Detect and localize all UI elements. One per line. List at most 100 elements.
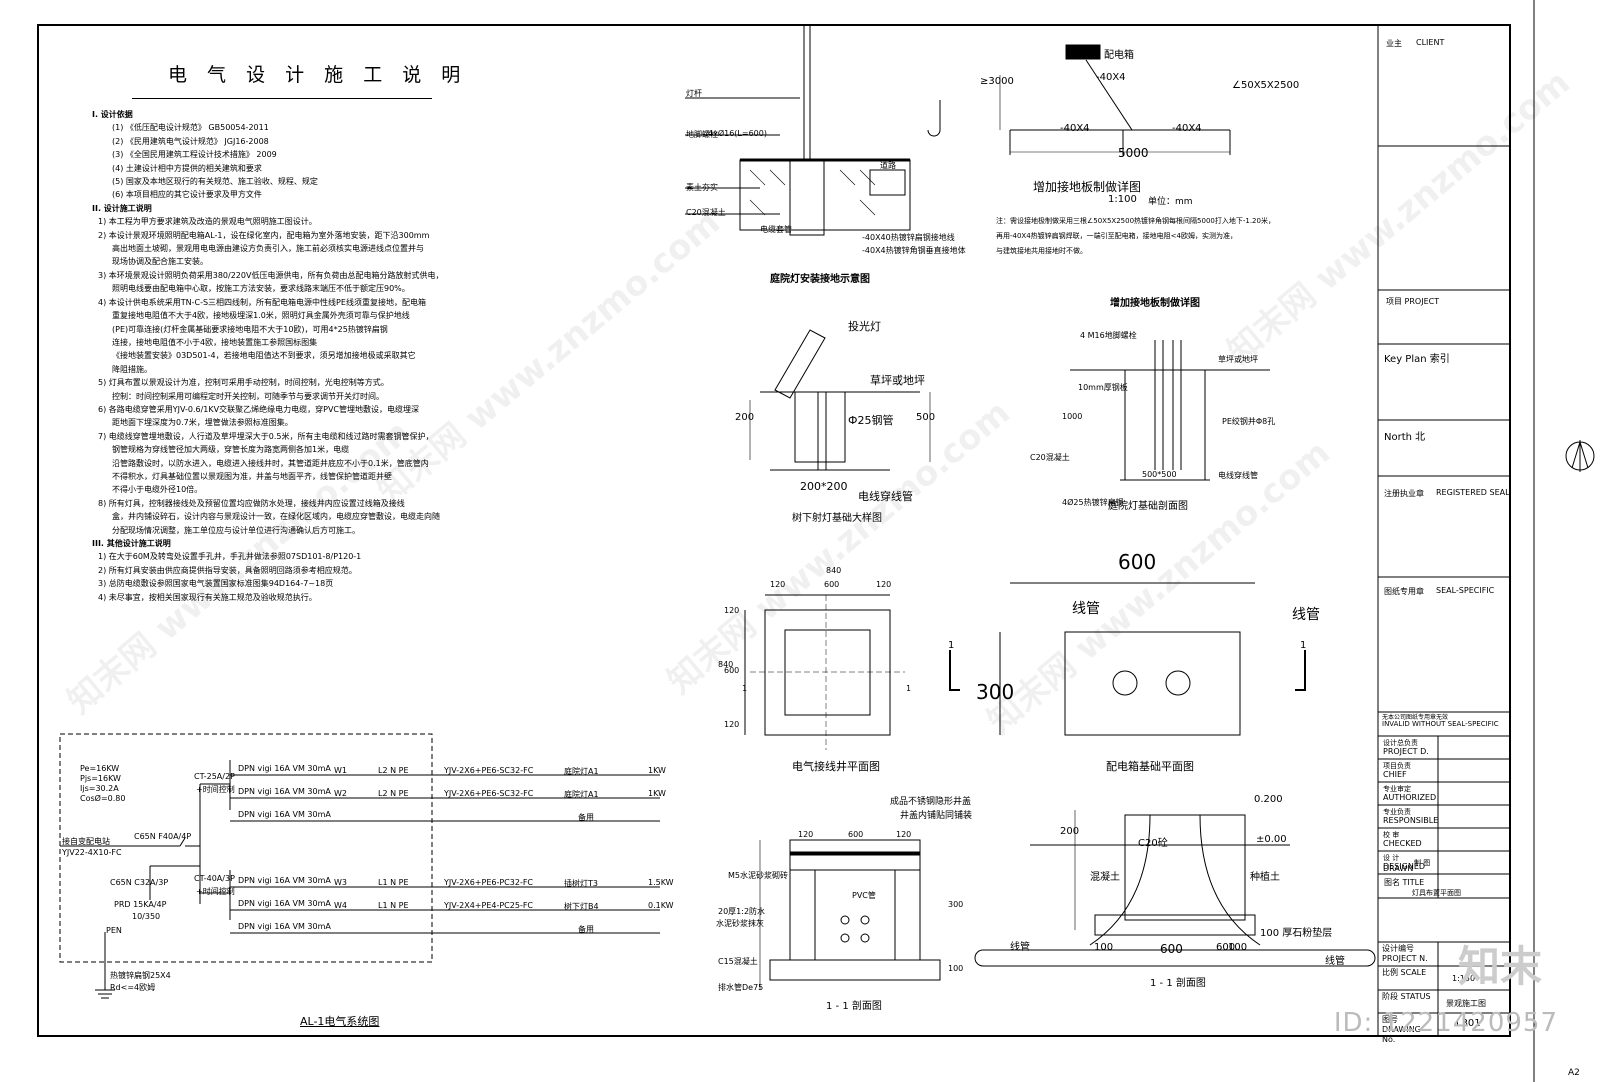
detail-label: 线管 (1325, 956, 1345, 967)
detail-label: 电线穿线管 (1218, 471, 1258, 480)
circuit-phase: L2 N PE (378, 789, 409, 798)
detail-label: 600 (824, 580, 840, 589)
detail-label: 线管 (1072, 601, 1100, 617)
note-line: (2) 《民用建筑电气设计规范》 JGJ16-2008 (112, 136, 269, 146)
detail-scale: 1:100 (1108, 194, 1137, 205)
tb-role-en: PROJECT D. (1383, 747, 1429, 756)
tb-seal: SEAL-SPECIFIC (1436, 586, 1495, 595)
tb-sheet-size: A2 (1568, 1068, 1580, 1078)
tb-role-en: CHECKED (1383, 839, 1422, 848)
detail-label: 100 厚石粉垫层 (1260, 928, 1333, 939)
system-param: Ijs=30.2A (80, 784, 119, 793)
note-line: (3) 《全国民用建筑工程设计技术措施》 2009 (112, 150, 277, 160)
note-line: 4) 本设计供电系统采用TN-C-S三相四线制，所有配电箱电源中性线PE线须重复… (98, 297, 426, 307)
note-line: 分配现场情况调整，施工单位应与设计单位进行沟通确认后方可施工。 (112, 525, 360, 535)
detail-unit: 单位：mm (1148, 197, 1193, 207)
note-line: 不得小于电缆外径10倍。 (112, 485, 203, 495)
detail-label: 600 (1216, 942, 1236, 953)
tb-client-label: 业主 (1386, 39, 1402, 48)
tb-role-cn: 设计总负责 (1383, 739, 1418, 747)
detail-label: 200*200 (800, 480, 848, 493)
detail-label: 1 (906, 684, 912, 693)
detail-box-plan (949, 582, 1306, 736)
detail-label: 100 (948, 964, 964, 973)
system-ct2b: +时间控制 (196, 887, 235, 896)
note-line: 钢管规格为穿线管径加大两级，穿管长度为路宽两侧各加1米，电缆 (112, 445, 350, 455)
detail-label: 5000 (1118, 146, 1149, 160)
detail-label: 500 (916, 412, 936, 423)
note-line: 不得积水，灯具基础位置以景观图为准，井盖与地面平齐，线管保护管道距井壁 (112, 471, 392, 481)
detail-title: 增加接地板制做详图 (1033, 180, 1142, 194)
system-ct1: CT-25A/2P (194, 772, 235, 781)
system-pen: PEN (106, 926, 122, 935)
detail-label: 840 (826, 566, 842, 575)
tb-role-en: DESIGNED (1383, 862, 1426, 871)
detail-label: -40X4 (1172, 123, 1202, 134)
detail-label: 100 (1228, 942, 1248, 953)
note-line: 1) 在大于60M及转弯处设置手孔井，手孔井做法参照07SD101-8/P120… (98, 552, 362, 562)
detail-label: 10mm厚钢板 (1078, 383, 1128, 392)
circuit-cable: YJV-2X6+PE6-SC32-FC (444, 766, 534, 775)
detail-label: 1 (742, 684, 748, 693)
tb-title-label: 图名 TITLE (1384, 878, 1425, 887)
tb-invalid-cn: 无本公司图纸专用章无效 (1382, 714, 1449, 721)
tb-regseal-cn: 注册执业章 (1384, 489, 1424, 498)
note-line: 照明电线要由配电箱中心取，按施工方法安装，要求线路末端压不低于额定压90%。 (112, 284, 410, 294)
note-line: (4) 土建设计相中方提供的相关建筑和要求 (112, 163, 262, 173)
detail-box-section (974, 810, 1376, 967)
note-line: 2) 本设计景观环境照明配电箱AL-1，设在绿化室内，配电箱为室外落地安装，距下… (98, 230, 430, 240)
note-line: (1) 《低压配电设计规范》 GB50054-2011 (112, 123, 269, 133)
note-line: 现场协调及配合施工安装。 (112, 257, 208, 267)
detail-label: 100 (1094, 942, 1114, 953)
outer-border (37, 24, 1511, 1037)
detail-label: 120 (896, 830, 912, 839)
system-ct2: CT-40A/3P (194, 874, 235, 883)
note-line: III. 其他设计施工说明 (92, 539, 171, 548)
detail-well-section (759, 839, 941, 990)
detail-label: 草坪或地坪 (1218, 355, 1258, 364)
detail-label: 120 (770, 580, 786, 589)
system-incoming: 接自变配电站 (62, 837, 110, 846)
system-param: Pjs=16KW (80, 774, 121, 783)
circuit-phase: L2 N PE (378, 766, 409, 775)
detail-label: 道路 (880, 161, 896, 170)
note-line: 4) 未尽事宜，按相关国家现行有关施工规范及验收规范执行。 (98, 592, 317, 602)
system-wiring (60, 760, 660, 999)
detail-garden-lamp-base (1070, 340, 1270, 481)
tb-regseal: REGISTERED SEAL (1436, 488, 1510, 497)
detail-label: 20厚1:2防水 (718, 907, 766, 916)
tb-scale-val: 1:150 (1452, 974, 1476, 983)
detail-label: C15混凝土 (718, 957, 758, 966)
circuit-breaker: DPN vigi 16A VM 30mA (238, 922, 331, 931)
detail-title: 配电箱基础平面图 (1106, 760, 1194, 773)
detail-note: 与建筑接地共用接地时不做。 (996, 247, 1087, 255)
note-line: II. 设计施工说明 (92, 203, 152, 213)
detail-label: 配电箱 (1104, 50, 1134, 61)
detail-label: -40X4 (1060, 123, 1090, 134)
system-box (59, 733, 433, 963)
detail-label: 1000 (1062, 412, 1083, 421)
note-line: 8) 所有灯具，控制器接线处及预留位置均应做防水处理，接线井内应设置过线箱及接线 (98, 498, 405, 508)
detail-label: 4 M16地脚螺栓 (1080, 331, 1137, 340)
detail-label: 500*500 (1142, 470, 1177, 479)
detail-label: 120 (876, 580, 892, 589)
tb-role-en: CHIEF (1383, 770, 1407, 779)
circuit-cable: YJV-2X4+PE4-PC25-FC (444, 901, 534, 910)
note-line: 2) 所有灯具安装由供应商提供指导安装，具备照明回路须参考相应规范。 (98, 565, 357, 575)
circuit-power: 1.5KW (648, 878, 674, 887)
system-cable-in: YJV22-4X10-FC (62, 848, 122, 857)
tb-scale-label: 比例 SCALE (1382, 968, 1427, 977)
circuit-id: W4 (334, 901, 347, 910)
detail-label: M5水泥砂浆砌砖 (728, 871, 788, 880)
detail-title: 1 - 1 剖面图 (826, 1001, 882, 1012)
note-line: (5) 国家及本地区现行的有关规范、施工验收、规程、规定 (112, 177, 318, 187)
detail-label: C20混凝土 (686, 208, 726, 217)
circuit-load: 树下灯B4 (564, 902, 599, 911)
tb-role-en: DRAWN (1383, 864, 1414, 873)
detail-label: 种植土 (1250, 872, 1280, 883)
note-line: 连接，接地电阻值不小于4欧，接地装置施工参照国标图集 (112, 337, 318, 347)
circuit-breaker: DPN vigi 16A VM 30mA (238, 810, 331, 819)
detail-note: 再用-40X4热镀锌扁钢焊联，一端引至配电箱，接地电阻<4欧姆，实测为准， (996, 232, 1238, 240)
detail-label: 1 (1300, 640, 1307, 651)
detail-label: Ф25钢管 (848, 414, 894, 427)
